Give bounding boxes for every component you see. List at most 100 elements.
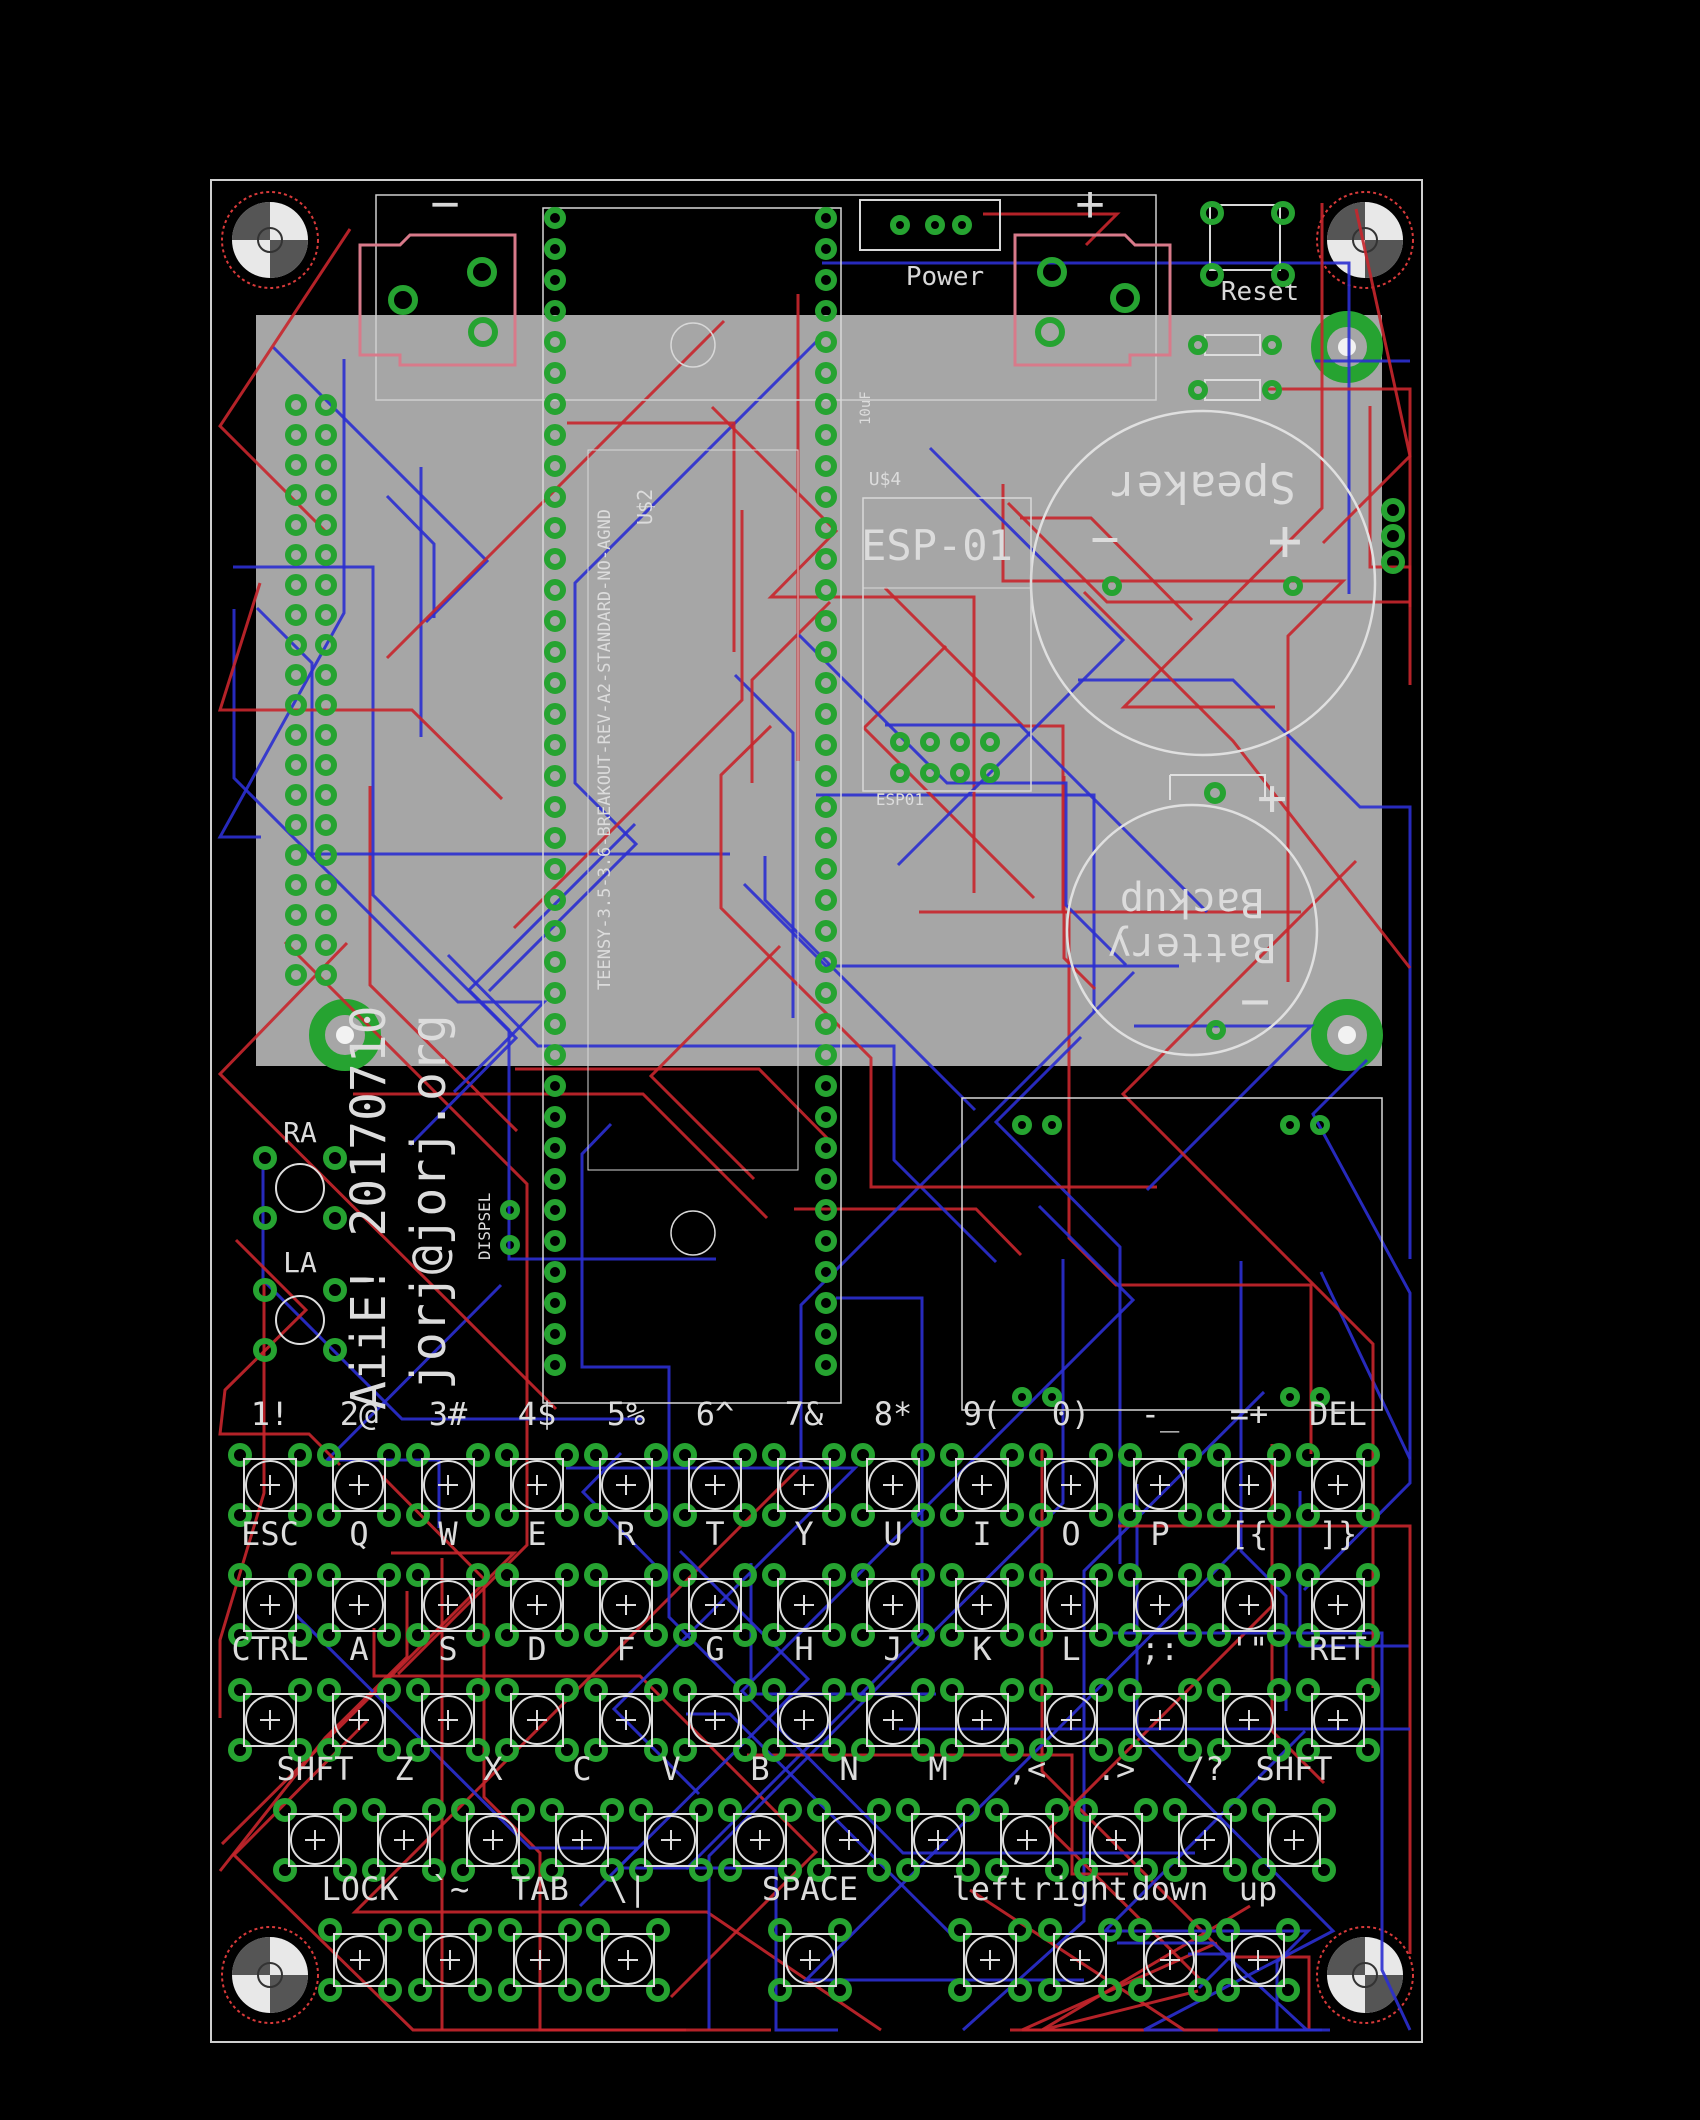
components — [253, 201, 1405, 1407]
key-body — [1133, 1693, 1187, 1747]
key-body — [421, 1458, 475, 1512]
power-label: Power — [906, 262, 984, 292]
pad — [1098, 1918, 1122, 1942]
pad — [940, 1678, 964, 1702]
key-body — [1222, 1693, 1276, 1747]
trace — [1006, 501, 1410, 604]
pad — [466, 1443, 490, 1467]
pad — [285, 724, 307, 746]
pad — [896, 1798, 920, 1822]
pad — [629, 1798, 653, 1822]
pad — [1200, 263, 1224, 287]
pad — [495, 1738, 519, 1762]
key-body — [1044, 1578, 1098, 1632]
pad — [948, 1978, 972, 2002]
pad — [315, 754, 337, 776]
key-body — [332, 1458, 386, 1512]
key-switch: 1! — [228, 1395, 312, 1527]
key-switch: right — [1032, 1870, 1128, 2002]
key-circle — [334, 1580, 384, 1630]
key-circle — [512, 1580, 562, 1630]
pad — [815, 579, 837, 601]
pad — [544, 517, 566, 539]
pad — [1296, 1443, 1320, 1467]
key-circle — [515, 1935, 565, 1985]
pad — [1000, 1443, 1024, 1467]
pad — [285, 484, 307, 506]
trace — [220, 1551, 518, 1846]
pad — [323, 1206, 347, 1230]
trace — [385, 319, 726, 660]
pad — [315, 694, 337, 716]
key-switch: V — [629, 1750, 713, 1882]
pad — [1207, 1503, 1231, 1527]
pad — [408, 1978, 432, 2002]
key-label: -_ — [1141, 1395, 1180, 1433]
pad — [228, 1623, 252, 1647]
pad — [422, 1858, 446, 1882]
pad — [584, 1563, 608, 1587]
key-switch: S — [406, 1630, 490, 1762]
pad — [544, 1354, 566, 1376]
pad — [815, 1354, 837, 1376]
pad — [315, 784, 337, 806]
pad — [807, 1858, 831, 1882]
key-label: 6^ — [696, 1395, 735, 1433]
key-switch: H — [762, 1630, 846, 1762]
pad — [980, 763, 1000, 783]
power-section: − + Power Reset — [358, 176, 1299, 401]
pad — [406, 1503, 430, 1527]
speaker-minus: − — [1091, 511, 1120, 567]
key-label: 5% — [607, 1395, 646, 1433]
key-label: S — [438, 1630, 457, 1668]
pad — [285, 964, 307, 986]
pad — [689, 1858, 713, 1882]
pad — [498, 1978, 522, 2002]
pad — [558, 1918, 582, 1942]
pad — [1008, 1918, 1032, 1942]
pad — [451, 1858, 475, 1882]
pad — [911, 1563, 935, 1587]
key-circle — [334, 1460, 384, 1510]
pad — [890, 763, 910, 783]
pad — [600, 1858, 624, 1882]
key-circle — [1046, 1460, 1096, 1510]
pad — [644, 1503, 668, 1527]
pad — [544, 951, 566, 973]
pad — [673, 1563, 697, 1587]
pad — [1098, 1978, 1122, 2002]
pad — [1029, 1623, 1053, 1647]
pad — [544, 1199, 566, 1221]
key-body — [377, 1813, 431, 1867]
key-circle — [965, 1935, 1015, 1985]
pad — [851, 1563, 875, 1587]
pad — [540, 1798, 564, 1822]
key-circle — [423, 1460, 473, 1510]
pad — [1163, 1798, 1187, 1822]
key-circle — [334, 1695, 384, 1745]
trace — [739, 1204, 1195, 1855]
key-label: M — [928, 1750, 947, 1788]
key-circle — [603, 1935, 653, 1985]
pad — [1207, 1563, 1231, 1587]
key-circle — [779, 1460, 829, 1510]
pad — [544, 331, 566, 353]
key-switch: 9( — [940, 1395, 1024, 1527]
pad — [584, 1623, 608, 1647]
key-circle — [557, 1815, 607, 1865]
battery-label: Battery — [1108, 924, 1277, 970]
pad — [288, 1563, 312, 1587]
pad — [815, 889, 837, 911]
key-label: [{ — [1230, 1515, 1269, 1553]
pad — [768, 1918, 792, 1942]
key-label: D — [527, 1630, 546, 1668]
pad — [377, 1563, 401, 1587]
pad — [495, 1443, 519, 1467]
pad — [377, 1503, 401, 1527]
key-label: CTRL — [231, 1630, 308, 1668]
key-label: /? — [1186, 1750, 1225, 1788]
pad — [1178, 1623, 1202, 1647]
pad — [956, 1858, 980, 1882]
pad — [1296, 1503, 1320, 1527]
trace — [218, 1238, 342, 1467]
